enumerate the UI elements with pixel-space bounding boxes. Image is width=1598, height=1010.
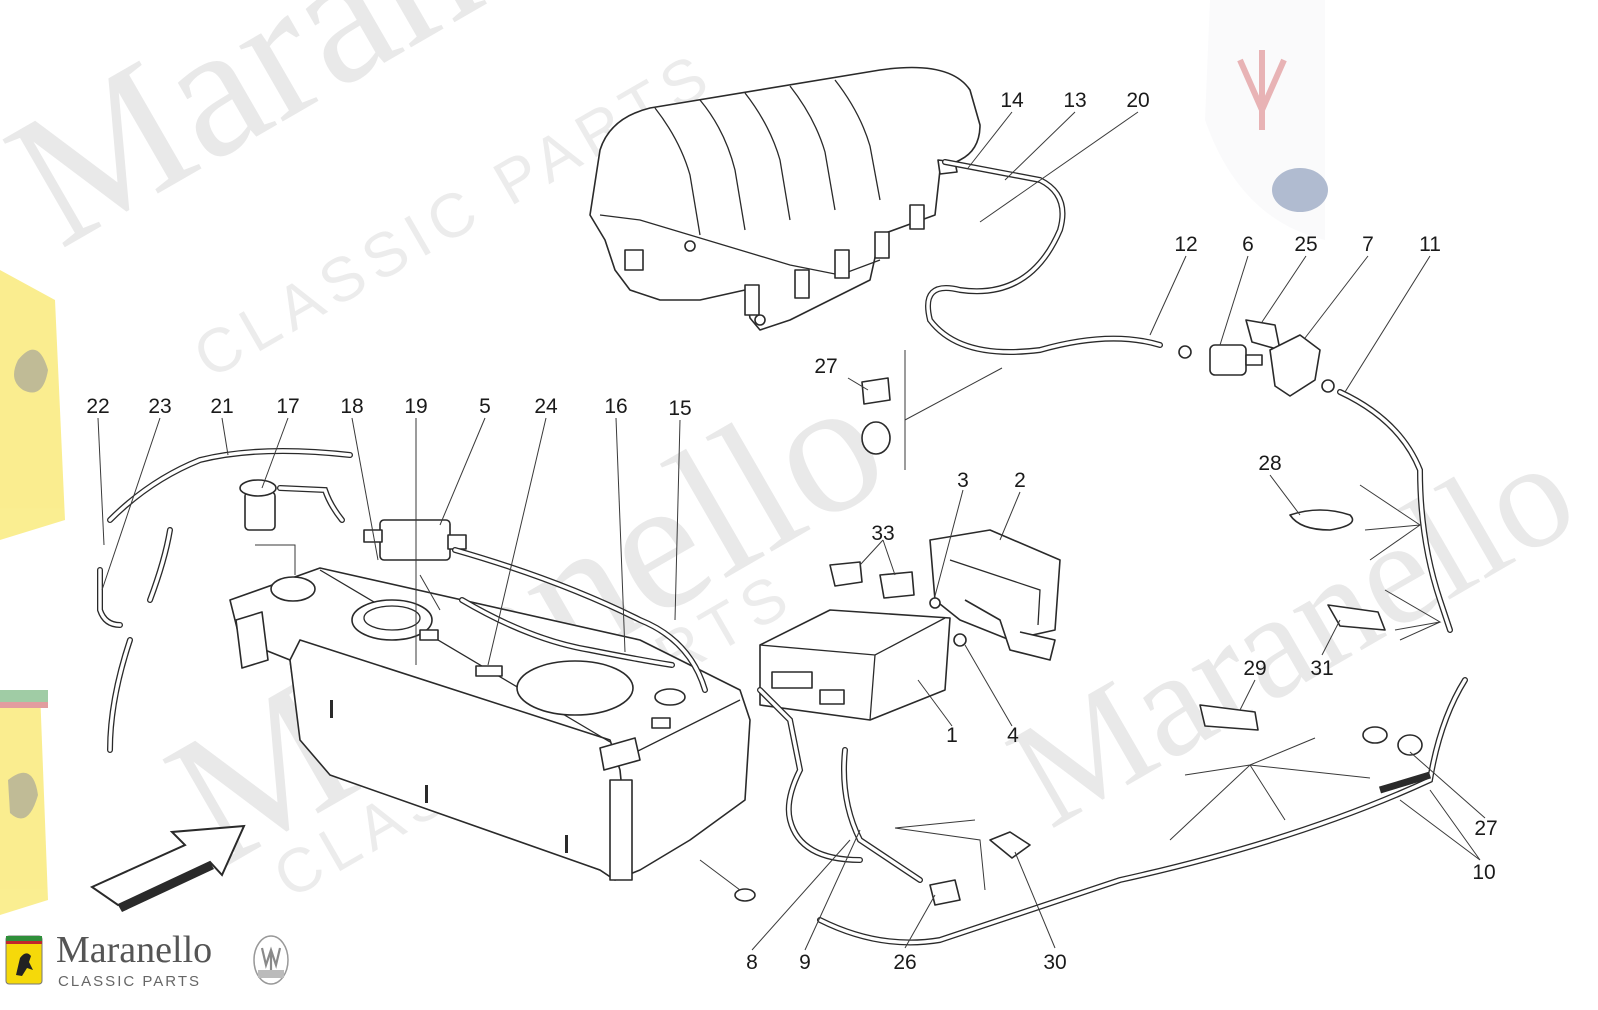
tank-right-bracket xyxy=(599,737,641,771)
purge-bracket xyxy=(1245,319,1281,351)
callout-24: 24 xyxy=(534,395,558,418)
brand-logo: Maranello CLASSIC PARTS xyxy=(5,929,289,990)
callout-5: 5 xyxy=(479,395,491,418)
clips-and-connectors xyxy=(734,377,1423,906)
callout-labels: 1 2 3 4 5 6 7 8 9 10 11 12 13 14 15 16 1… xyxy=(86,89,1497,974)
manifold-bolt-1 xyxy=(754,314,766,326)
callout-25: 25 xyxy=(1294,233,1317,256)
callout-7: 7 xyxy=(1362,233,1374,256)
callout-28: 28 xyxy=(1258,452,1281,475)
purge-housing xyxy=(1269,334,1321,397)
brand-name: Maranello xyxy=(56,929,212,971)
callout-2: 2 xyxy=(1014,469,1026,492)
hose-clamp xyxy=(989,831,1031,859)
trident-icon xyxy=(253,935,289,985)
manifold-boss-6 xyxy=(909,204,925,230)
callout-17: 17 xyxy=(276,395,299,418)
callout-3: 3 xyxy=(957,469,969,492)
callout-27-lower: 27 xyxy=(1474,817,1497,840)
brand-tagline: CLASSIC PARTS xyxy=(58,973,201,990)
callout-27-upper: 27 xyxy=(814,355,837,378)
callout-16: 16 xyxy=(604,395,627,418)
callout-22: 22 xyxy=(86,395,109,418)
callout-30: 30 xyxy=(1043,951,1066,974)
callout-31: 31 xyxy=(1310,657,1333,680)
prancing-horse-icon xyxy=(5,935,43,985)
callout-20: 20 xyxy=(1126,89,1149,112)
callout-21: 21 xyxy=(210,395,233,418)
cable-tie xyxy=(1289,509,1354,531)
tank-vent-port xyxy=(654,688,686,706)
rollover-valve xyxy=(239,479,277,531)
maserati-side-badge xyxy=(1205,0,1328,240)
canister-clips xyxy=(829,561,967,647)
callout-1: 1 xyxy=(946,724,958,747)
callout-10: 10 xyxy=(1472,861,1495,884)
manifold-boss-2 xyxy=(744,284,760,316)
pipe-clip-lower xyxy=(1199,704,1259,731)
pipe-clip-upper xyxy=(1327,604,1386,631)
carbon-canister xyxy=(759,609,951,721)
callout-29: 29 xyxy=(1243,657,1266,680)
leader-lines xyxy=(97,111,1486,951)
manifold-boss-3 xyxy=(794,269,810,299)
callout-14: 14 xyxy=(1000,89,1024,112)
callout-8: 8 xyxy=(746,951,758,974)
callout-19: 19 xyxy=(404,395,427,418)
purge-valve-assembly xyxy=(1178,319,1335,397)
canister-screw xyxy=(929,597,941,609)
callout-18: 18 xyxy=(340,395,363,418)
callout-13: 13 xyxy=(1063,89,1086,112)
protective-sleeve xyxy=(1378,771,1432,794)
canister-nut xyxy=(953,633,967,647)
canister-bracket xyxy=(929,529,1061,661)
arrow-icon xyxy=(89,824,246,912)
manifold-boss-4 xyxy=(834,249,850,279)
tank-filler-neck xyxy=(270,576,316,602)
callout-4: 4 xyxy=(1007,724,1019,747)
callout-33: 33 xyxy=(871,522,894,545)
vapour-valve xyxy=(363,519,467,561)
callout-12: 12 xyxy=(1174,233,1197,256)
manifold-boss-1 xyxy=(624,249,644,271)
callout-23: 23 xyxy=(148,395,171,418)
tank-left-bracket xyxy=(235,611,269,669)
callout-11: 11 xyxy=(1419,233,1441,256)
callout-6: 6 xyxy=(1242,233,1254,256)
callout-26: 26 xyxy=(893,951,916,974)
quick-coupling xyxy=(929,879,961,906)
tank-sender-opening xyxy=(516,660,634,716)
callout-15: 15 xyxy=(668,397,691,420)
vapour-hoses xyxy=(97,159,1468,946)
watermark-brand-right: Maranello xyxy=(984,407,1598,859)
manifold-bolt-2 xyxy=(684,240,696,252)
manifold-boss-5 xyxy=(874,231,890,259)
fuel-tank xyxy=(229,567,751,881)
callout-9: 9 xyxy=(799,951,811,974)
intake-manifold xyxy=(589,66,981,331)
ferrari-side-badge xyxy=(0,270,65,915)
